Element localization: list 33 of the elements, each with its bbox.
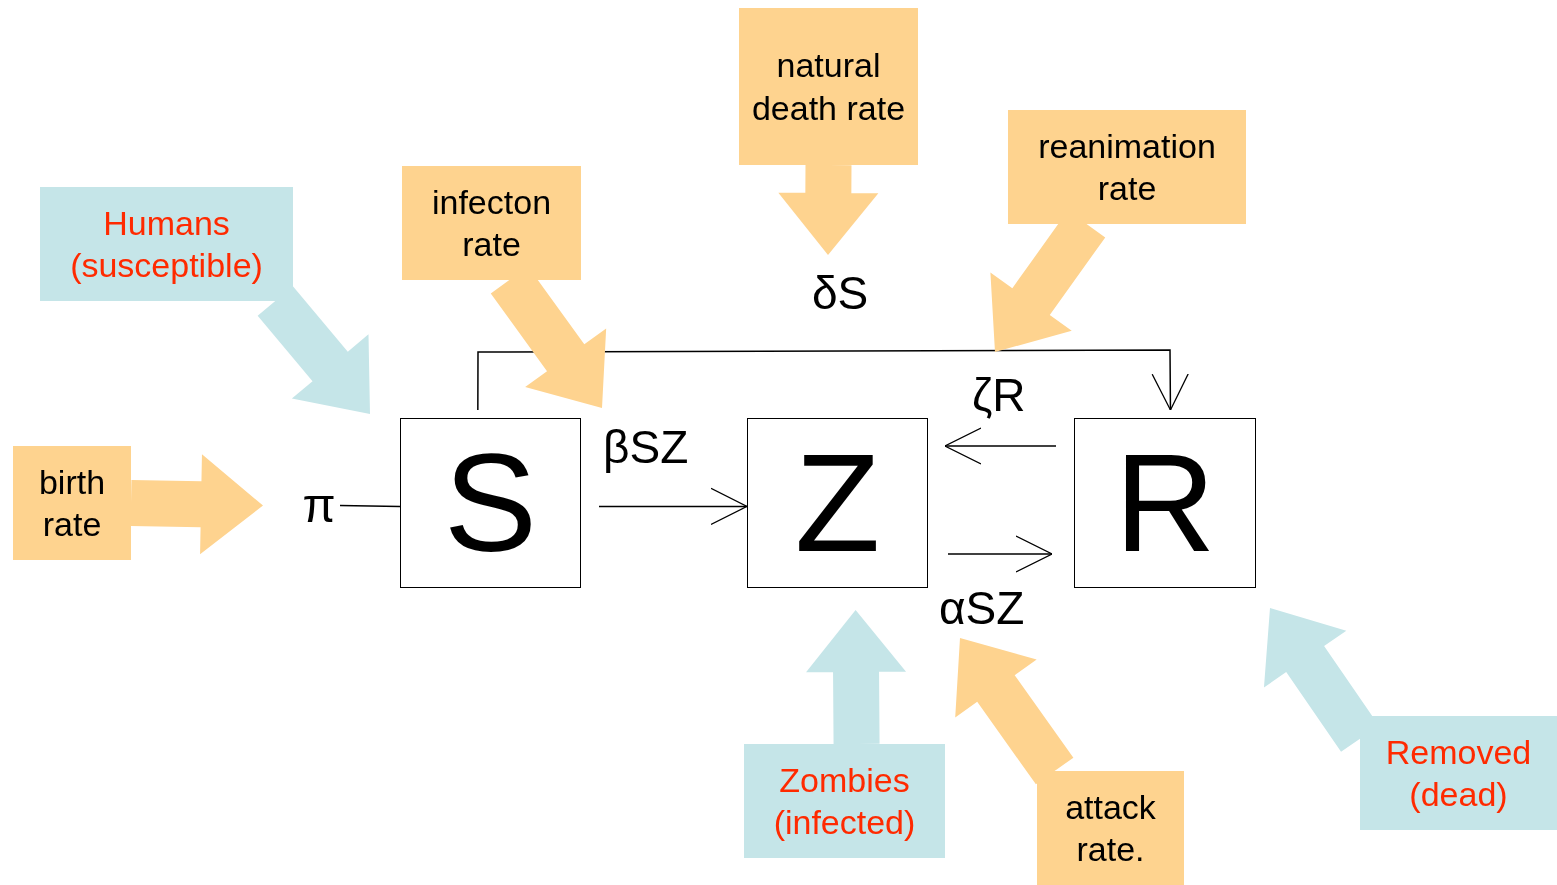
arrow	[944, 427, 1057, 465]
block-arrow	[778, 164, 879, 255]
callout-box	[739, 8, 918, 165]
callout-text: Humans (susceptible)	[69, 202, 264, 286]
callout-box	[1008, 110, 1246, 224]
callout-text: birth rate	[37, 461, 107, 545]
callout-box	[402, 166, 581, 280]
callout-box	[744, 744, 945, 858]
callout-text: infecton rate	[430, 181, 553, 265]
compartment-letter: Z	[794, 433, 881, 573]
arrow	[477, 349, 1189, 411]
callout-box	[40, 187, 293, 301]
compartment-box	[400, 418, 581, 588]
callout-text: Removed (dead)	[1384, 731, 1533, 815]
block-arrow	[806, 610, 907, 745]
compartment-box	[747, 418, 928, 588]
callout-text: Zombies (infected)	[772, 759, 917, 843]
rate-term: π	[302, 477, 336, 534]
block-arrow	[955, 638, 1074, 785]
callout-text: natural death rate	[750, 45, 907, 129]
connector-line	[339, 504, 401, 508]
block-arrow	[130, 454, 263, 555]
compartment-box	[1074, 418, 1256, 588]
arrow	[947, 535, 1053, 573]
callout-box	[1037, 771, 1184, 885]
callout-box	[1360, 716, 1557, 830]
callout-text: reanimation rate	[1037, 125, 1217, 209]
arrow	[598, 487, 748, 526]
callout-text: attack rate.	[1064, 786, 1157, 870]
callout-box	[13, 446, 131, 560]
block-arrow	[257, 286, 370, 414]
compartment-letter: S	[443, 433, 538, 573]
compartment-letter: R	[1114, 433, 1216, 573]
